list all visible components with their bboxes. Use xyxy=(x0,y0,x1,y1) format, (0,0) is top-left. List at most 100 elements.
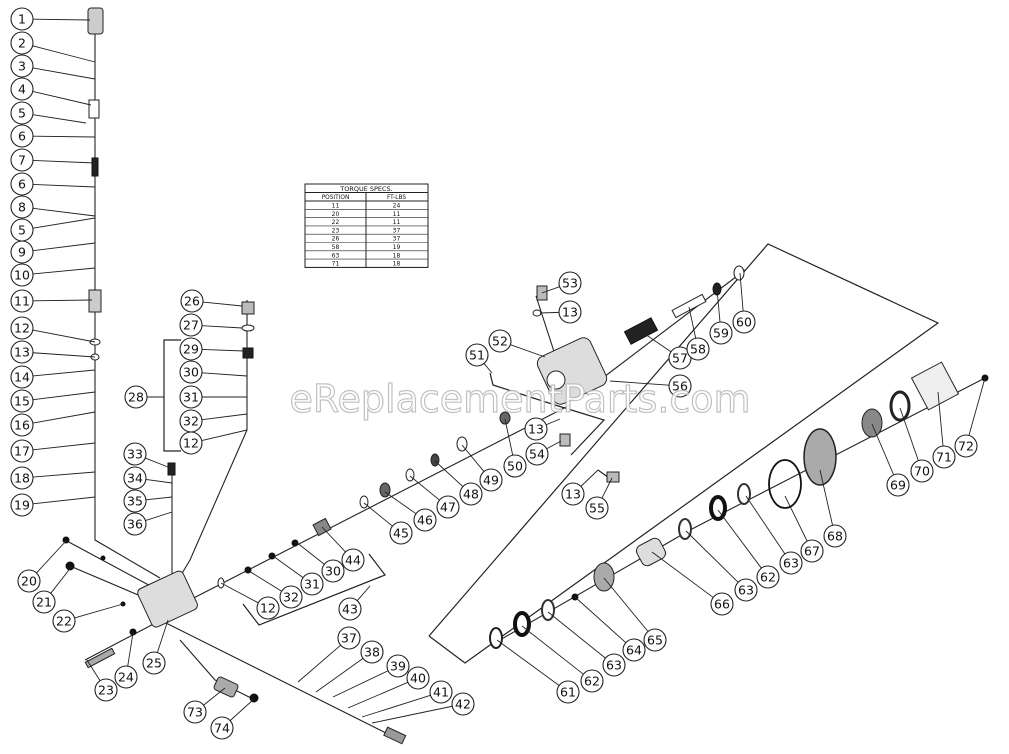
callout-circle xyxy=(686,337,710,361)
callout-circle xyxy=(386,654,410,678)
callout-71: 71 xyxy=(932,445,956,469)
leader-line xyxy=(363,502,393,527)
callout-number: 62 xyxy=(760,570,776,585)
callout-45: 45 xyxy=(389,521,413,545)
leader-line xyxy=(32,207,96,217)
callout-number: 39 xyxy=(390,659,406,674)
part-1-cap xyxy=(87,7,104,35)
callout-5: 5 xyxy=(10,101,34,125)
callout-20: 20 xyxy=(17,569,41,593)
torque-table-cell: 18 xyxy=(393,252,401,259)
torque-table-cell: 24 xyxy=(393,203,401,210)
leader-line xyxy=(32,391,96,401)
leader-line xyxy=(32,184,96,188)
callout-circle xyxy=(341,548,365,572)
leader-line xyxy=(510,344,546,358)
callout-circle xyxy=(488,329,512,353)
callout-circle xyxy=(10,466,34,490)
callout-circle xyxy=(52,609,76,633)
callout-31: 31 xyxy=(179,385,203,409)
callout-36: 36 xyxy=(123,512,147,536)
callout-65: 65 xyxy=(643,628,667,652)
callout-30: 30 xyxy=(179,360,203,384)
callout-40: 40 xyxy=(406,666,430,690)
leader-line xyxy=(434,460,464,487)
callout-number: 11 xyxy=(14,294,30,309)
callout-circle xyxy=(580,669,604,693)
callout-number: 26 xyxy=(184,294,200,309)
callout-13: 13 xyxy=(558,300,582,324)
callout-56: 56 xyxy=(668,374,692,398)
callout-circle xyxy=(558,300,582,324)
callout-62: 62 xyxy=(580,669,604,693)
callout-circle xyxy=(124,385,148,409)
callout-circle xyxy=(779,551,803,575)
callout-38: 38 xyxy=(360,640,384,664)
callout-32: 32 xyxy=(179,409,203,433)
leader-line xyxy=(156,619,169,653)
callout-circle xyxy=(954,434,978,458)
leader-line xyxy=(32,442,96,451)
leader-line xyxy=(871,423,895,476)
callout-number: 53 xyxy=(562,276,578,291)
callout-number: 74 xyxy=(214,721,230,736)
callout-16: 16 xyxy=(10,413,34,437)
callout-number: 46 xyxy=(417,513,433,528)
part-50-ring xyxy=(499,411,511,425)
bracket-51-54 xyxy=(489,372,606,456)
leader-line xyxy=(641,331,672,353)
leader-line xyxy=(32,299,93,302)
leader-line xyxy=(86,659,101,681)
leader-line xyxy=(580,469,599,487)
callout-number: 27 xyxy=(183,318,199,333)
leader-line xyxy=(539,311,560,314)
callout-circle xyxy=(10,148,34,172)
leader-line xyxy=(201,429,248,441)
leader-line xyxy=(145,511,173,522)
leader-line xyxy=(32,18,91,21)
part-58-rod xyxy=(671,293,707,319)
leader-line xyxy=(32,242,96,252)
torque-table-cell: 19 xyxy=(393,244,401,251)
callout-circle xyxy=(10,263,34,287)
torque-table-cell: 63 xyxy=(332,252,340,259)
leader-line xyxy=(745,495,786,555)
callout-13: 13 xyxy=(10,340,34,364)
callout-number: 63 xyxy=(738,583,754,598)
callout-61: 61 xyxy=(556,680,580,704)
leader-line xyxy=(603,577,649,632)
callout-number: 32 xyxy=(183,414,199,429)
callout-number: 56 xyxy=(672,379,688,394)
callout-32: 32 xyxy=(279,585,303,609)
callout-circle xyxy=(10,389,34,413)
callout-21: 21 xyxy=(32,590,56,614)
callout-circle xyxy=(823,524,847,548)
callout-number: 33 xyxy=(127,447,143,462)
callout-49: 49 xyxy=(479,468,503,492)
leader-line xyxy=(356,585,371,601)
callout-circle xyxy=(10,31,34,55)
callout-circle xyxy=(10,413,34,437)
callout-circle xyxy=(10,7,34,31)
torque-table-cell: 11 xyxy=(393,211,401,218)
callout-circle xyxy=(183,700,207,724)
callout-number: 49 xyxy=(483,473,499,488)
part-4-body xyxy=(88,99,100,119)
leader-line xyxy=(321,526,346,553)
callout-number: 60 xyxy=(736,315,752,330)
callout-number: 72 xyxy=(958,439,974,454)
leader-line xyxy=(203,687,226,706)
callout-4: 4 xyxy=(10,77,34,101)
callout-50: 50 xyxy=(503,454,527,478)
callout-number: 8 xyxy=(18,200,26,215)
callout-number: 20 xyxy=(21,574,37,589)
callout-circle xyxy=(602,653,626,677)
callout-58: 58 xyxy=(686,337,710,361)
callout-circle xyxy=(179,313,203,337)
callout-number: 24 xyxy=(118,670,134,685)
leader-line xyxy=(202,301,243,307)
leader-line xyxy=(201,413,248,421)
leader-line xyxy=(541,286,560,294)
leader-line xyxy=(784,495,808,542)
